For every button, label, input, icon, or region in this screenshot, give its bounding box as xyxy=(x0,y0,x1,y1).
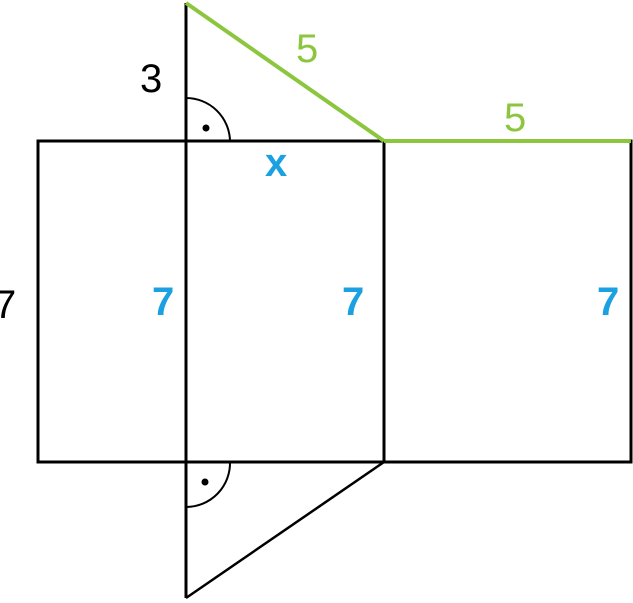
right-angle-marker-bottom xyxy=(185,461,232,508)
right-angle-dot-bottom xyxy=(201,478,209,486)
label-top-right-edge: 5 xyxy=(504,96,526,140)
label-height-2: 7 xyxy=(342,280,364,324)
label-left-height: 7 xyxy=(0,283,16,327)
label-hypotenuse: 5 xyxy=(296,27,318,71)
label-height-3: 7 xyxy=(597,280,619,324)
bottom-triangle-hypotenuse xyxy=(185,460,385,600)
right-angle-marker-top xyxy=(185,97,231,142)
right-angle-dot-top xyxy=(202,124,210,132)
label-triangle-leg: 3 xyxy=(140,57,162,101)
top-triangle-hypotenuse xyxy=(184,1,386,143)
right-rectangle xyxy=(382,139,633,464)
label-height-1: 7 xyxy=(152,280,174,324)
label-unknown-x: x xyxy=(265,141,287,185)
